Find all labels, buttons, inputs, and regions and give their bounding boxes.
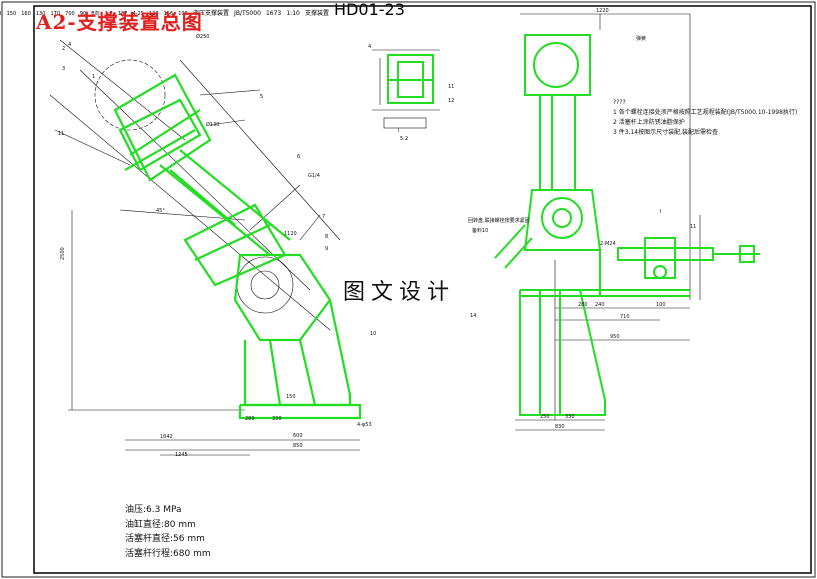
svg-text:11: 11 <box>58 131 64 137</box>
svg-text:I: I <box>398 128 399 134</box>
svg-text:950: 950 <box>610 334 620 340</box>
title-block-text: 液压支撑装置 JB/T5000 1673 1:10 支撑装置 HD01-23 <box>193 0 405 19</box>
svg-text:100: 100 <box>656 302 666 308</box>
svg-text:12: 12 <box>448 98 454 104</box>
svg-text:1120: 1120 <box>284 231 297 237</box>
svg-text:1220: 1220 <box>596 8 609 14</box>
svg-text:11: 11 <box>448 84 454 90</box>
svg-text:6: 6 <box>297 154 300 160</box>
side-view-dims: 2500 1642 600 850 1245 280 330 150 4-φ53… <box>58 33 376 458</box>
spec-rod-diameter: 活塞杆直径:56 mm <box>125 534 205 544</box>
notes-item: 3 件3,14按图示尺寸装配,装配后需检查 <box>613 129 718 136</box>
svg-text:710: 710 <box>620 314 630 320</box>
svg-text:2500: 2500 <box>60 247 66 260</box>
detail-i-green <box>387 54 434 104</box>
svg-text:600: 600 <box>293 433 303 439</box>
svg-text:240: 240 <box>595 302 605 308</box>
side-view <box>49 39 360 456</box>
svg-text:1245: 1245 <box>175 452 188 458</box>
watermark: 图文设计 <box>340 274 459 306</box>
detail-i-text: 4 11 12 I 5:2 <box>368 44 454 142</box>
spec-rod-stroke: 活塞杆行程:680 mm <box>125 548 211 559</box>
svg-text:330: 330 <box>565 414 575 420</box>
notes-item: 2 活塞杆上涂防锈油脂保护 <box>613 119 685 126</box>
drawing-number: HD01-23 <box>334 0 405 19</box>
name-cell: 支撑装置 <box>304 10 329 17</box>
section-bb-text: I 150 160 130 170 700 90 <box>0 11 87 17</box>
svg-text:280: 280 <box>245 416 255 422</box>
svg-text:Ø250: Ø250 <box>196 33 209 40</box>
svg-text:4-φ53: 4-φ53 <box>357 422 372 428</box>
svg-text:10: 10 <box>370 331 376 337</box>
svg-text:150: 150 <box>286 394 296 400</box>
spec-cylinder-diameter: 油缸直径:80 mm <box>125 519 196 530</box>
svg-text:1642: 1642 <box>160 434 173 440</box>
svg-text:280: 280 <box>578 302 588 308</box>
svg-text:5:2: 5:2 <box>400 136 408 142</box>
scale: 1:10 <box>286 10 300 17</box>
technical-notes: ???? 1 各个螺栓连接处须严格按照工艺规程装配(JB/T5000.10-19… <box>613 98 797 138</box>
svg-text:8: 8 <box>325 234 328 240</box>
drawing-title: A2-支撑装置总图 <box>36 10 203 34</box>
svg-text:330: 330 <box>272 416 282 422</box>
spec-pressure: 油压:6.3 MPa <box>125 505 182 515</box>
weight: 1673 <box>265 10 282 17</box>
hydraulic-specs: 油压:6.3 MPa 油缸直径:80 mm 活塞杆直径:56 mm 活塞杆行程:… <box>125 503 211 561</box>
svg-text:830: 830 <box>555 424 565 430</box>
svg-text:I: I <box>660 209 661 215</box>
svg-text:14: 14 <box>470 313 476 319</box>
svg-text:备料10: 备料10 <box>472 227 488 234</box>
svg-text:1: 1 <box>92 74 95 80</box>
svg-text:45°: 45° <box>156 208 165 214</box>
svg-text:11: 11 <box>690 224 696 230</box>
svg-text:250: 250 <box>540 414 550 420</box>
svg-text:弹簧: 弹簧 <box>636 35 646 42</box>
side-view-green <box>113 73 362 420</box>
svg-text:回转盘,联接螺栓按要求紧固: 回转盘,联接螺栓按要求紧固 <box>468 217 530 224</box>
svg-text:Ø130: Ø130 <box>206 121 219 128</box>
svg-text:850: 850 <box>293 443 303 449</box>
front-view <box>515 13 701 431</box>
standard-line1: 液压支撑装置 <box>192 10 229 17</box>
svg-text:7: 7 <box>322 214 325 220</box>
svg-text:G1/4: G1/4 <box>308 173 320 179</box>
svg-text:4: 4 <box>68 42 71 48</box>
svg-text:9: 9 <box>325 246 328 252</box>
inner-border <box>33 5 812 574</box>
standard-line2: JB/T5000 <box>234 10 261 17</box>
svg-text:4: 4 <box>368 44 371 50</box>
detail-i-view <box>372 49 440 129</box>
notes-item: 1 各个螺栓连接处须严格按照工艺规程装配(JB/T5000.10-1998执行) <box>613 109 798 116</box>
svg-text:2: 2 <box>62 46 65 52</box>
front-view-text: 1220 250 330 830 240 710 950 280 100 回转盘… <box>468 8 696 430</box>
plate-text: B向 1:2 187 4-25 120 156 100 <box>91 11 188 17</box>
notes-heading: ???? <box>613 99 626 106</box>
svg-text:2-M24: 2-M24 <box>600 241 616 247</box>
front-view-green <box>494 34 760 416</box>
svg-text:5: 5 <box>260 94 263 100</box>
svg-text:3: 3 <box>62 66 65 72</box>
